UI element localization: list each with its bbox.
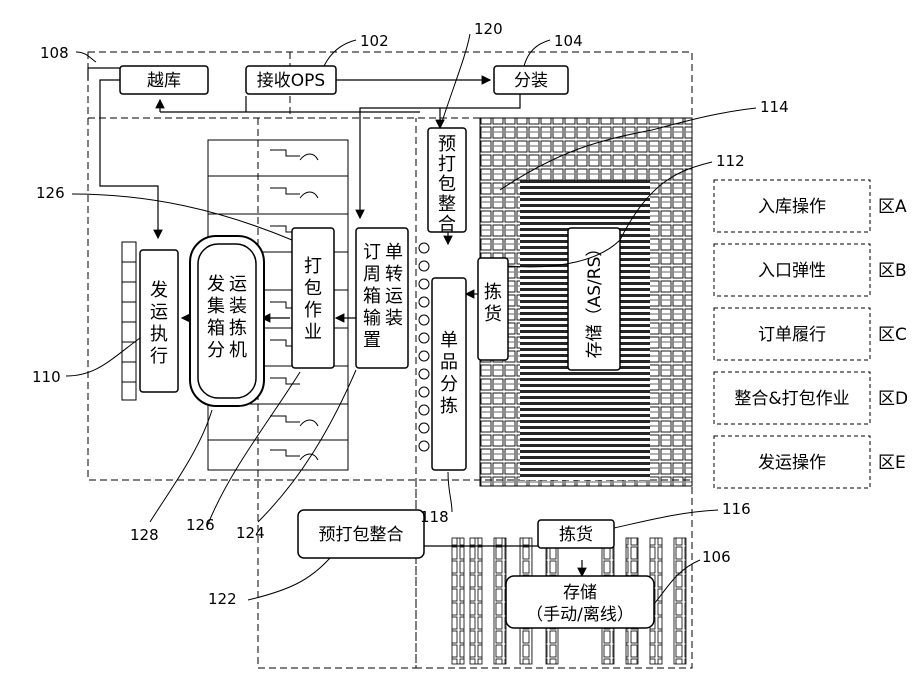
- single-sort-char: 单: [440, 330, 458, 351]
- ship-sorter-char: 发: [207, 274, 225, 295]
- picking-asrs-label: 拣货: [484, 282, 502, 325]
- ref-122: 122: [208, 590, 237, 608]
- ship-sorter-char: 集: [207, 296, 225, 317]
- ref-124: 124: [236, 524, 265, 542]
- order-tote-char: 转: [385, 264, 403, 285]
- legend-label: 订单履行: [758, 325, 826, 345]
- ref-128: 128: [130, 526, 159, 544]
- pre-pack-bottom-label: 预打包整合: [319, 525, 404, 545]
- ref-116: 116: [722, 500, 751, 518]
- order-tote-char: 装: [385, 308, 403, 329]
- manual-storage-label-2: （手动/离线）: [526, 605, 634, 625]
- ship-exec-char: 执: [150, 324, 168, 345]
- order-tote-char: 周: [363, 264, 381, 285]
- single-sort-char: 拣: [440, 396, 458, 417]
- order-tote-char: 输: [363, 308, 381, 329]
- ref-108: 108: [40, 44, 69, 62]
- legend-zone: 区A: [878, 197, 907, 217]
- cross-dock-label: 越库: [147, 71, 181, 91]
- ship-sorter-char: 分: [207, 340, 225, 361]
- ref-114: 114: [760, 98, 789, 116]
- single-item-sort-label: 单品分拣: [440, 330, 458, 417]
- ref-112: 112: [716, 152, 745, 170]
- packing-op-char: 打: [304, 256, 322, 277]
- ship-exec-char: 发: [150, 280, 168, 301]
- ship-sorter-char: 运: [229, 274, 247, 295]
- sub-packing-label: 分装: [514, 71, 548, 91]
- ref-102: 102: [360, 32, 389, 50]
- pre-pack-top-char: 包: [438, 174, 456, 195]
- legend-label: 整合&打包作业: [734, 389, 849, 409]
- order-tote-char: 运: [385, 286, 403, 307]
- ref-118: 118: [420, 508, 449, 526]
- asrs-storage-label: 存储（AS/RS）: [585, 240, 605, 359]
- shipping-execution-label: 发运执行: [150, 280, 168, 367]
- ship-sorter-char: 箱: [207, 318, 225, 339]
- single-sort-char: 分: [440, 374, 458, 395]
- ship-exec-char: 运: [150, 302, 168, 323]
- legend-label: 入口弹性: [758, 261, 826, 281]
- packing-op-char: 包: [304, 278, 322, 299]
- pre-pack-top-char: 整: [438, 194, 456, 215]
- pre-pack-top-char: 预: [438, 134, 456, 155]
- packing-op-char: 作: [304, 300, 322, 321]
- packing-op-char: 业: [304, 322, 322, 343]
- ship-sorter-char: 机: [229, 340, 247, 361]
- ship-exec-char: 行: [150, 346, 168, 367]
- ship-sorter-char: 装: [229, 296, 247, 317]
- receiving-ops-label: 接收OPS: [257, 71, 325, 91]
- picking-manual-label: 拣货: [559, 525, 593, 545]
- sort-chutes: [419, 243, 429, 451]
- picking-asrs-char: 拣: [484, 282, 502, 303]
- legend-zone: 区E: [878, 453, 906, 473]
- zone-legend: 入库操作 区A 入口弹性 区B 订单履行 区C 整合&打包作业 区D 发运操作 区E: [714, 180, 908, 488]
- legend-label: 入库操作: [758, 197, 826, 217]
- legend-zone: 区C: [878, 325, 907, 345]
- ref-110: 110: [32, 368, 61, 386]
- order-tote-char: 单: [385, 242, 403, 263]
- ship-sorter-char: 拣: [229, 318, 247, 339]
- order-tote-char: 置: [363, 330, 381, 351]
- pre-pack-top-char: 合: [438, 214, 456, 235]
- pre-pack-top-label: 预打包整合: [438, 134, 456, 235]
- legend-zone: 区B: [878, 261, 907, 281]
- order-tote-char: 订: [363, 242, 381, 263]
- packing-op-label: 打包作业: [304, 256, 322, 343]
- ref-126-lower: 126: [186, 516, 215, 534]
- picking-asrs-char: 货: [484, 304, 502, 325]
- legend-zone: 区D: [878, 389, 908, 409]
- shipping-docks: [122, 242, 136, 400]
- pre-pack-top-char: 打: [438, 154, 456, 175]
- order-tote-char: 箱: [363, 286, 381, 307]
- ref-126-upper: 126: [36, 184, 65, 202]
- ref-104: 104: [554, 32, 583, 50]
- ref-120: 120: [474, 20, 503, 38]
- ref-106: 106: [702, 548, 731, 566]
- manual-storage-label-1: 存储: [563, 583, 597, 603]
- single-sort-char: 品: [440, 352, 458, 373]
- legend-label: 发运操作: [758, 453, 826, 473]
